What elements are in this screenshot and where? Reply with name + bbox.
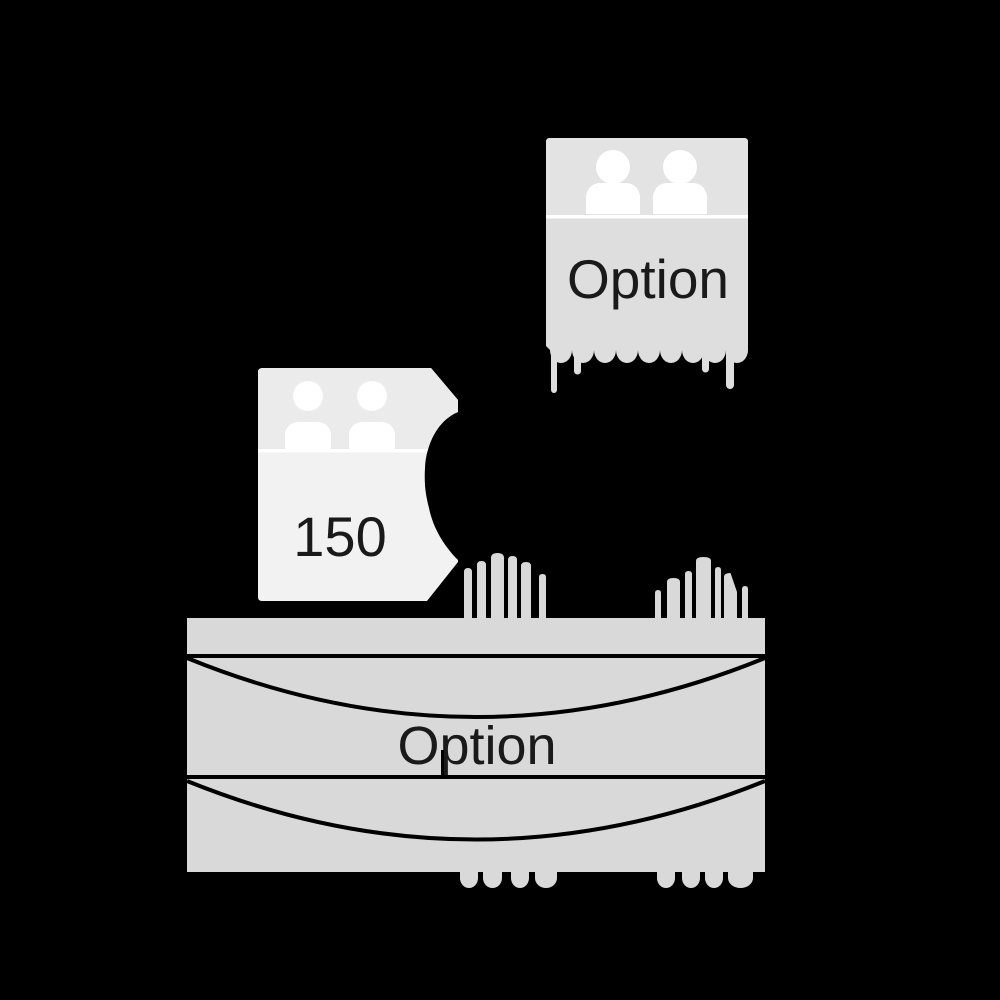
tooth (682, 871, 700, 888)
bar-line-bottom (187, 775, 765, 779)
tooth (705, 871, 723, 888)
spike (724, 573, 737, 622)
person-head-icon (357, 381, 387, 411)
person-body-icon (653, 183, 707, 214)
spike (715, 567, 721, 622)
spike (521, 562, 531, 622)
drip (726, 348, 734, 389)
drip-edge (551, 348, 734, 393)
spike (655, 590, 661, 622)
spike (685, 571, 692, 622)
option-card-top[interactable]: Option (546, 138, 748, 393)
drip (551, 348, 557, 393)
spike-fringe-right (655, 557, 748, 622)
spike (696, 557, 711, 622)
spike-fringe-left (464, 553, 546, 622)
card-header (546, 138, 748, 215)
option-bar-bottom[interactable]: Option (186, 553, 766, 888)
divider-tick (441, 750, 444, 777)
drip (574, 348, 581, 375)
tooth (511, 871, 529, 888)
person-head-icon (293, 381, 323, 411)
header-divider (546, 215, 748, 219)
person-body-icon (349, 422, 395, 450)
spike (464, 568, 472, 622)
person-head-icon (663, 150, 697, 184)
tooth (535, 871, 557, 888)
bar-body (187, 618, 765, 872)
card-label: 150 (293, 505, 386, 568)
spike (477, 561, 486, 622)
sag-arc-upper (186, 656, 766, 719)
sag-arc-lower (186, 779, 766, 842)
bar-label: Option (397, 716, 556, 776)
people-icon (285, 381, 395, 450)
spike (667, 578, 680, 622)
people-icon (586, 150, 707, 214)
drip (702, 348, 709, 373)
spike (491, 553, 504, 622)
person-head-icon (596, 150, 630, 184)
header-divider (258, 449, 458, 453)
person-body-icon (285, 422, 331, 450)
spike (508, 556, 517, 622)
count-card-left[interactable]: 150 (258, 368, 458, 601)
spike (539, 574, 546, 622)
tooth (483, 871, 502, 888)
tooth (657, 871, 675, 888)
spike (742, 586, 748, 622)
teeth-fringe-bottom (460, 871, 753, 888)
tooth (728, 871, 753, 888)
tooth (460, 871, 478, 888)
bar-line-top (187, 654, 765, 658)
card-label: Option (567, 248, 729, 310)
person-body-icon (586, 183, 640, 214)
